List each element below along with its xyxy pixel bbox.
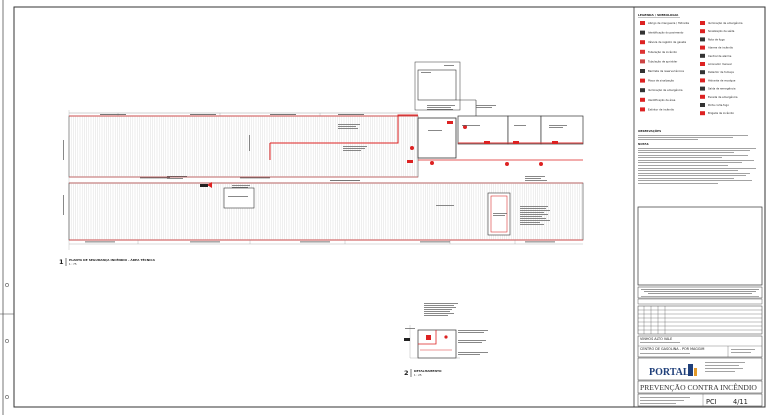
legend-item: Extintor de incêndio (648, 107, 675, 111)
legend-symbol-icon (700, 103, 705, 107)
legend-item: Central de alarme (708, 54, 732, 58)
legend-item: Identificação do pavimento (648, 31, 684, 35)
legend-symbol-icon (640, 107, 645, 112)
legend-panel: LEGENDA / SIMBOLOGIA Abrigo de mangueira… (638, 13, 756, 184)
legend-symbol-icon (640, 78, 645, 83)
main-drawing-scale: 1 : 75 (69, 262, 77, 266)
legend-symbol-icon (640, 97, 645, 102)
legend-item: Brigada de incêndio (708, 111, 734, 115)
sheet-code: PCI (706, 398, 717, 406)
legend-item: Barrilete da reserva técnica (648, 69, 684, 73)
legend-item: Válvula de registro de gaveta (648, 40, 686, 44)
legend-symbol-icon (700, 29, 705, 34)
legend-symbol-icon (640, 88, 645, 93)
main-drawing-title: PLANTA DE SEGURANÇA INCÊNDIO - ÁREA TÉCN… (69, 257, 156, 262)
legend-symbol-icon (700, 62, 705, 66)
legend-item: Hidrante de recalque (708, 78, 736, 82)
legend-item: Iluminação de emergência (708, 21, 743, 25)
legend-item: Identificação de área (648, 98, 676, 102)
detail-drawing-title: DETALHAMENTO (414, 369, 442, 373)
legend-item: Abrigo de mangueira / Hidrante (648, 21, 690, 25)
legend-symbol-icon (640, 59, 645, 64)
discipline-title: PREVENÇÃO CONTRA INCÊNDIO (640, 382, 757, 392)
project-name: CENTRO DE GASOLINA - POR MAGGIM (640, 347, 705, 351)
owner-name: VINHOS ALTO VALE (640, 337, 672, 341)
legend-symbol-icon (700, 21, 705, 25)
sheet-frame (13, 6, 766, 408)
legend-item: Alarme de incêndio (708, 46, 734, 50)
legend-symbol-icon (640, 21, 645, 25)
legend-item: Detector de fumaça (708, 70, 734, 74)
legend-symbol-icon (700, 70, 705, 75)
legend-item: Saída de emergência (708, 87, 736, 91)
notes2-title: NOTAS (638, 142, 649, 146)
legend-item: Sinalização de saída (708, 29, 735, 33)
legend-item: Porta corta-fogo (708, 103, 729, 107)
legend-symbol-icon (640, 30, 645, 35)
binding-hole-icon (5, 395, 9, 399)
notes-title: OBSERVAÇÕES (638, 128, 661, 133)
detail-drawing: 2 DETALHAMENTO 1 : 25 (404, 303, 488, 377)
sheet-number: 4/11 (733, 398, 748, 406)
legend-item: Acionador manual (708, 62, 732, 66)
main-floor-plan: 1 PLANTA DE SEGURANÇA INCÊNDIO - ÁREA TÉ… (59, 61, 584, 266)
main-drawing-number: 1 (59, 258, 64, 266)
legend-item: Rota de fuga (708, 37, 725, 41)
legend-symbol-icon (640, 69, 645, 73)
legend-item: Tubulação de sprinkler (648, 59, 678, 63)
detail-drawing-number: 2 (404, 369, 409, 377)
legend-item: Escada de emergência (708, 95, 738, 99)
legend-item: Iluminação de emergência (648, 88, 683, 92)
legend-symbol-icon (700, 78, 705, 83)
title-block: VINHOS ALTO VALE CENTRO DE GASOLINA - PO… (633, 7, 763, 407)
legend-symbol-icon (640, 40, 645, 45)
detail-drawing-scale: 1 : 25 (414, 373, 422, 377)
binding-hole-icon (5, 339, 9, 343)
legend-title: LEGENDA / SIMBOLOGIA (638, 13, 679, 17)
legend-symbol-icon (700, 111, 705, 116)
company-logo-text: PORTAL (649, 367, 690, 378)
binding-hole-icon (5, 283, 9, 287)
company-logo-icon (688, 364, 697, 376)
legend-item: Placa de sinalização (648, 79, 674, 83)
legend-symbol-icon (700, 94, 705, 99)
legend-symbol-icon (700, 53, 705, 58)
legend-symbol-icon (700, 86, 705, 91)
legend-symbol-icon (700, 45, 705, 50)
legend-symbol-icon (700, 37, 705, 42)
legend-item: Tubulação de incêndio (648, 50, 677, 54)
legend-symbol-icon (640, 49, 645, 54)
